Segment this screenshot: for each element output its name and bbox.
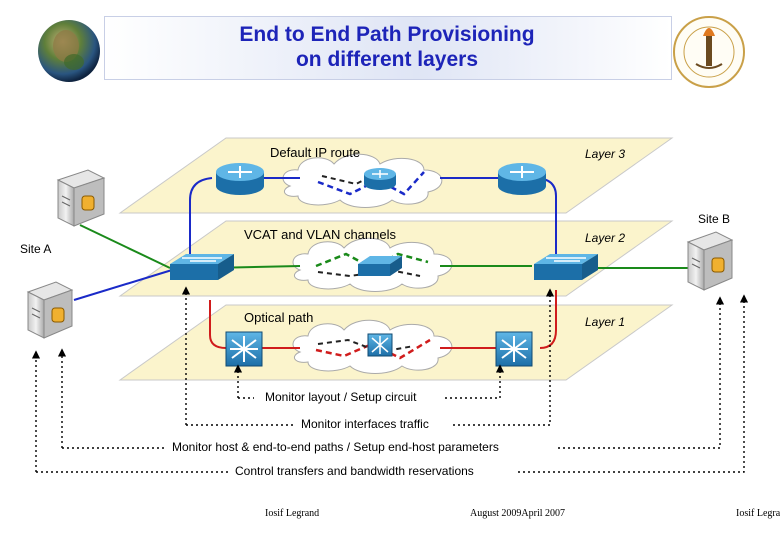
optical-path-dashed (315, 338, 431, 360)
cloud-icon (282, 153, 443, 208)
host-link (73, 269, 173, 301)
optical-path-dashed-dark (317, 338, 415, 354)
layer-2-label: Layer 2 (585, 231, 626, 245)
router-icon (498, 163, 546, 195)
router-icon (216, 163, 264, 195)
ip-path-dashed-dark (321, 171, 381, 186)
title-line-1: End to End Path Provisioning (239, 23, 535, 46)
optical-path (209, 290, 557, 349)
switch-icon (170, 254, 234, 280)
optical-switch-icon (495, 331, 533, 367)
site-a-label: Site A (20, 242, 52, 256)
server-icon (56, 169, 106, 227)
caltech-seal-icon (670, 14, 748, 90)
layer-3-label: Layer 3 (585, 147, 626, 161)
monitor-label-2: Monitor interfaces traffic (301, 417, 429, 431)
optical-switch-icon (225, 331, 263, 367)
switch-icon (534, 254, 598, 280)
monitor-label-1: Monitor layout / Setup circuit (265, 390, 417, 404)
globe-logo (36, 18, 102, 84)
layer-1-label: Layer 1 (585, 315, 626, 329)
footer-date: August 2009April 2007 (470, 508, 565, 519)
switch-icon (358, 256, 402, 276)
site-b-label: Site B (698, 212, 731, 226)
monitor-label-3: Monitor host & end-to-end paths / Setup … (172, 440, 499, 454)
layer-3-caption: Default IP route (270, 145, 361, 160)
title-line-2: on different layers (295, 48, 479, 71)
server-icon (686, 231, 734, 291)
footer-author-left: Iosif Legrand (265, 508, 320, 519)
monitor-label-4: Control transfers and bandwidth reservat… (235, 464, 474, 478)
footer-author-right: Iosif Legra (736, 508, 780, 519)
page-title: End to End Path Provisioning on differen… (104, 22, 670, 72)
monitor-arrows (31, 286, 749, 473)
layer-2-caption: VCAT and VLAN channels (244, 227, 396, 242)
layer-1-caption: Optical path (244, 310, 314, 325)
router-icon (364, 168, 396, 190)
title-banner (104, 16, 672, 80)
optical-switch-icon (367, 333, 393, 357)
server-icon (26, 281, 74, 339)
